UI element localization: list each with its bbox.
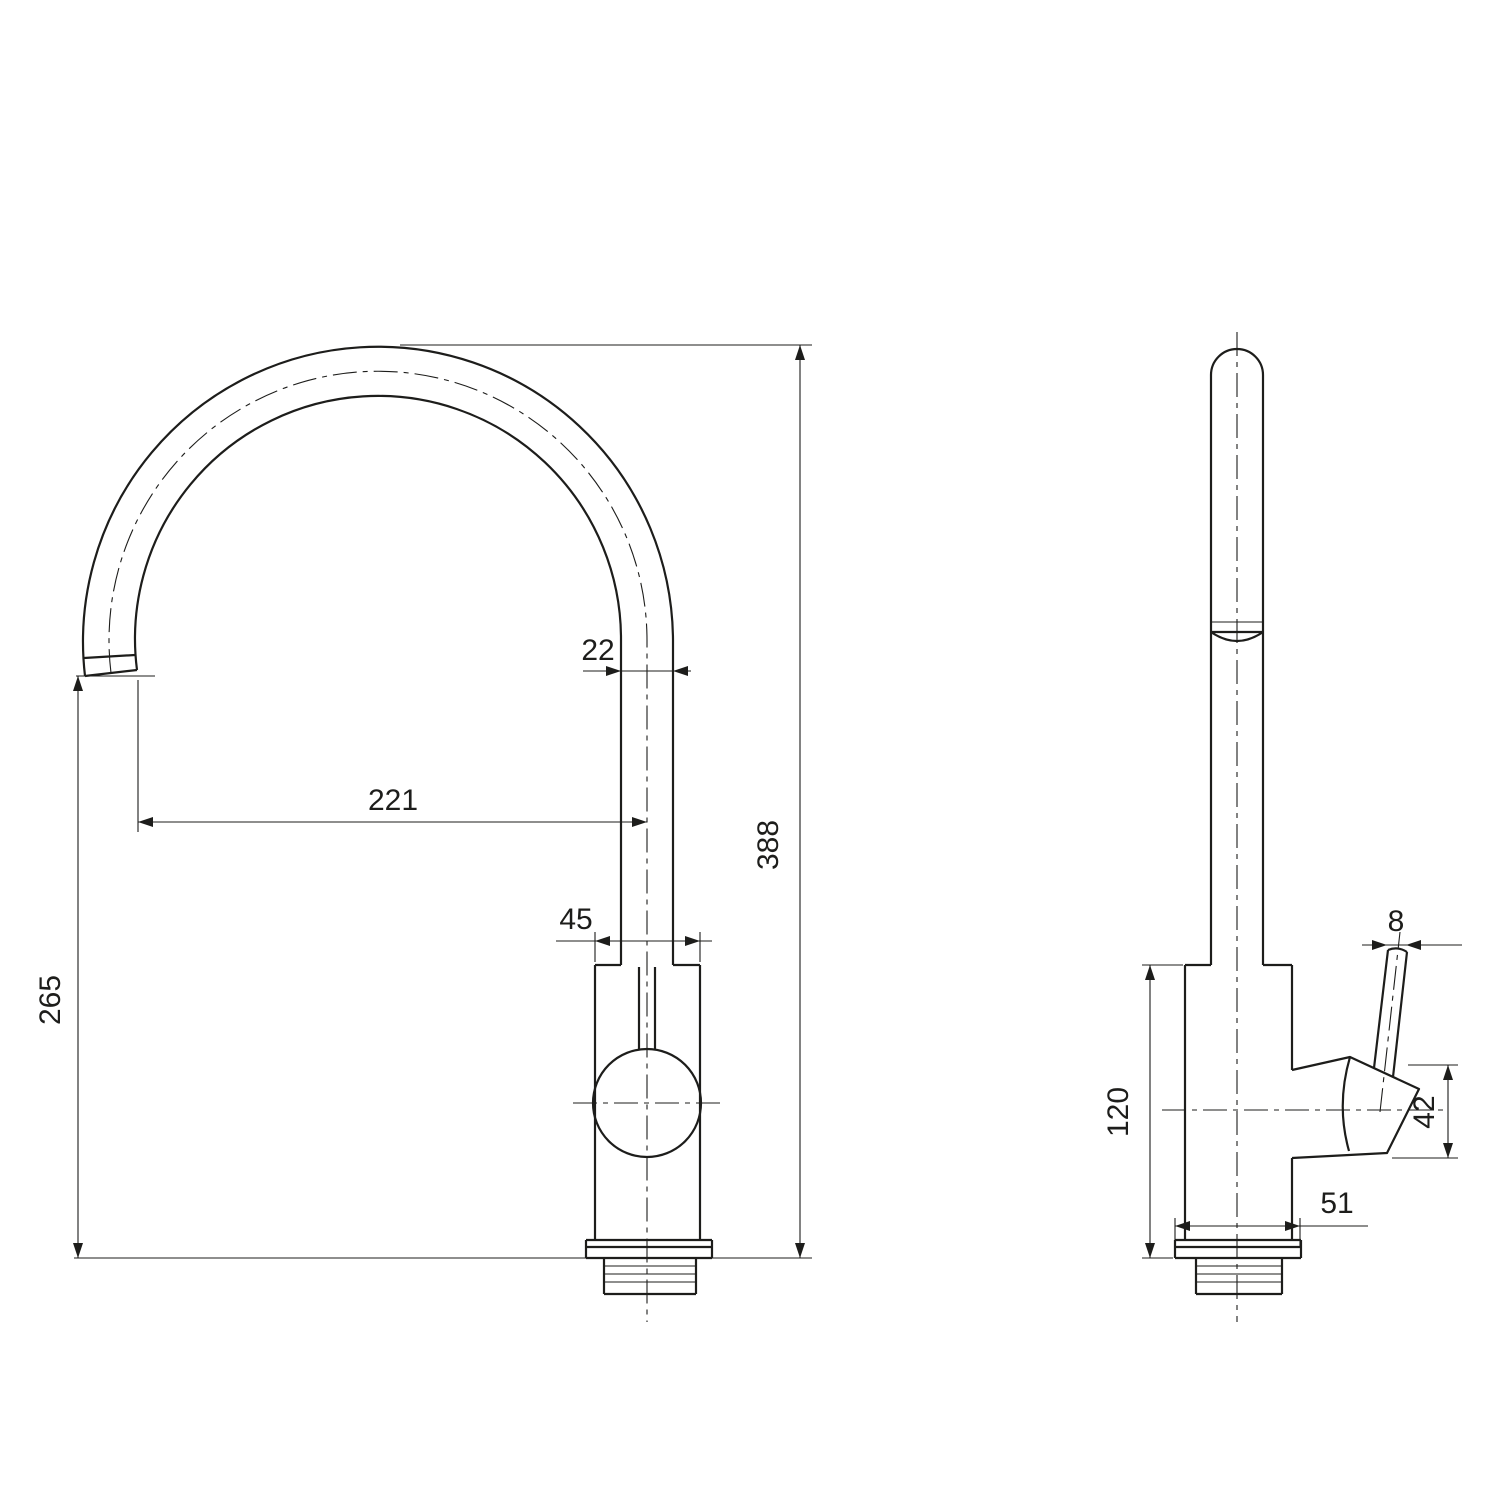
dim-spout-reach: 221: [137, 680, 647, 832]
dim-handle-boss-size: 42: [1392, 1064, 1458, 1159]
dim-label-51: 51: [1320, 1187, 1353, 1220]
shank-thread-lines: [604, 1265, 696, 1283]
dim-label-265: 265: [34, 975, 67, 1025]
dim-label-42: 42: [1408, 1095, 1441, 1128]
dim-label-45: 45: [559, 903, 592, 936]
threaded-shank: [602, 1258, 698, 1296]
dim-label-120: 120: [1102, 1087, 1135, 1137]
side-threaded-shank: [1194, 1258, 1284, 1296]
dim-label-8: 8: [1388, 905, 1405, 938]
dim-body-height: 120: [1102, 964, 1183, 1259]
base-flange: [584, 1238, 714, 1260]
spout-centerline: [108, 370, 648, 1322]
handle-boss: [1291, 1055, 1421, 1160]
lever-axis-centerline: [1379, 931, 1401, 1113]
spout-inner-outline: [133, 394, 623, 965]
handle-boss-seam: [1341, 1056, 1352, 1152]
cartridge-stem: [637, 967, 657, 1049]
side-body: [1183, 963, 1294, 1240]
side-base-flange: [1173, 1238, 1303, 1260]
dim-spout-outlet-height: 265: [34, 675, 588, 1259]
front-view: [81, 345, 722, 1322]
spout-outer-outline: [81, 345, 675, 965]
dim-base-diameter: 51: [1174, 1187, 1368, 1246]
side-shank-thread-lines: [1196, 1265, 1282, 1283]
dim-body-diameter: 45: [556, 903, 712, 962]
dim-label-221: 221: [368, 784, 418, 817]
dim-spout-tube-diameter: 22: [581, 634, 691, 676]
dim-label-22: 22: [581, 634, 614, 667]
side-view: [1162, 332, 1448, 1322]
dim-label-388: 388: [752, 820, 785, 870]
dim-handle-lever-diameter: 8: [1362, 905, 1462, 950]
dim-overall-height: 388: [400, 344, 812, 1259]
